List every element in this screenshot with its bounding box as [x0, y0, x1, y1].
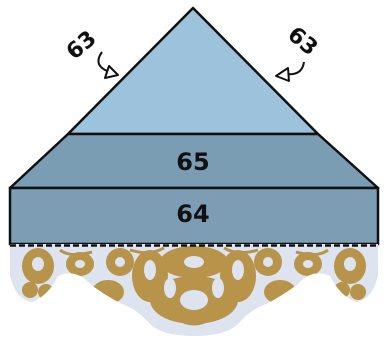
- middle-band-label: 65: [176, 148, 209, 176]
- bottom-band-label: 64: [176, 200, 209, 228]
- damask-ornament: [10, 244, 378, 339]
- left-side-label: 63: [62, 26, 102, 65]
- curved-arrow-icon: [276, 62, 304, 81]
- right-side-label: 63: [283, 22, 323, 61]
- curved-arrow-icon: [98, 52, 118, 78]
